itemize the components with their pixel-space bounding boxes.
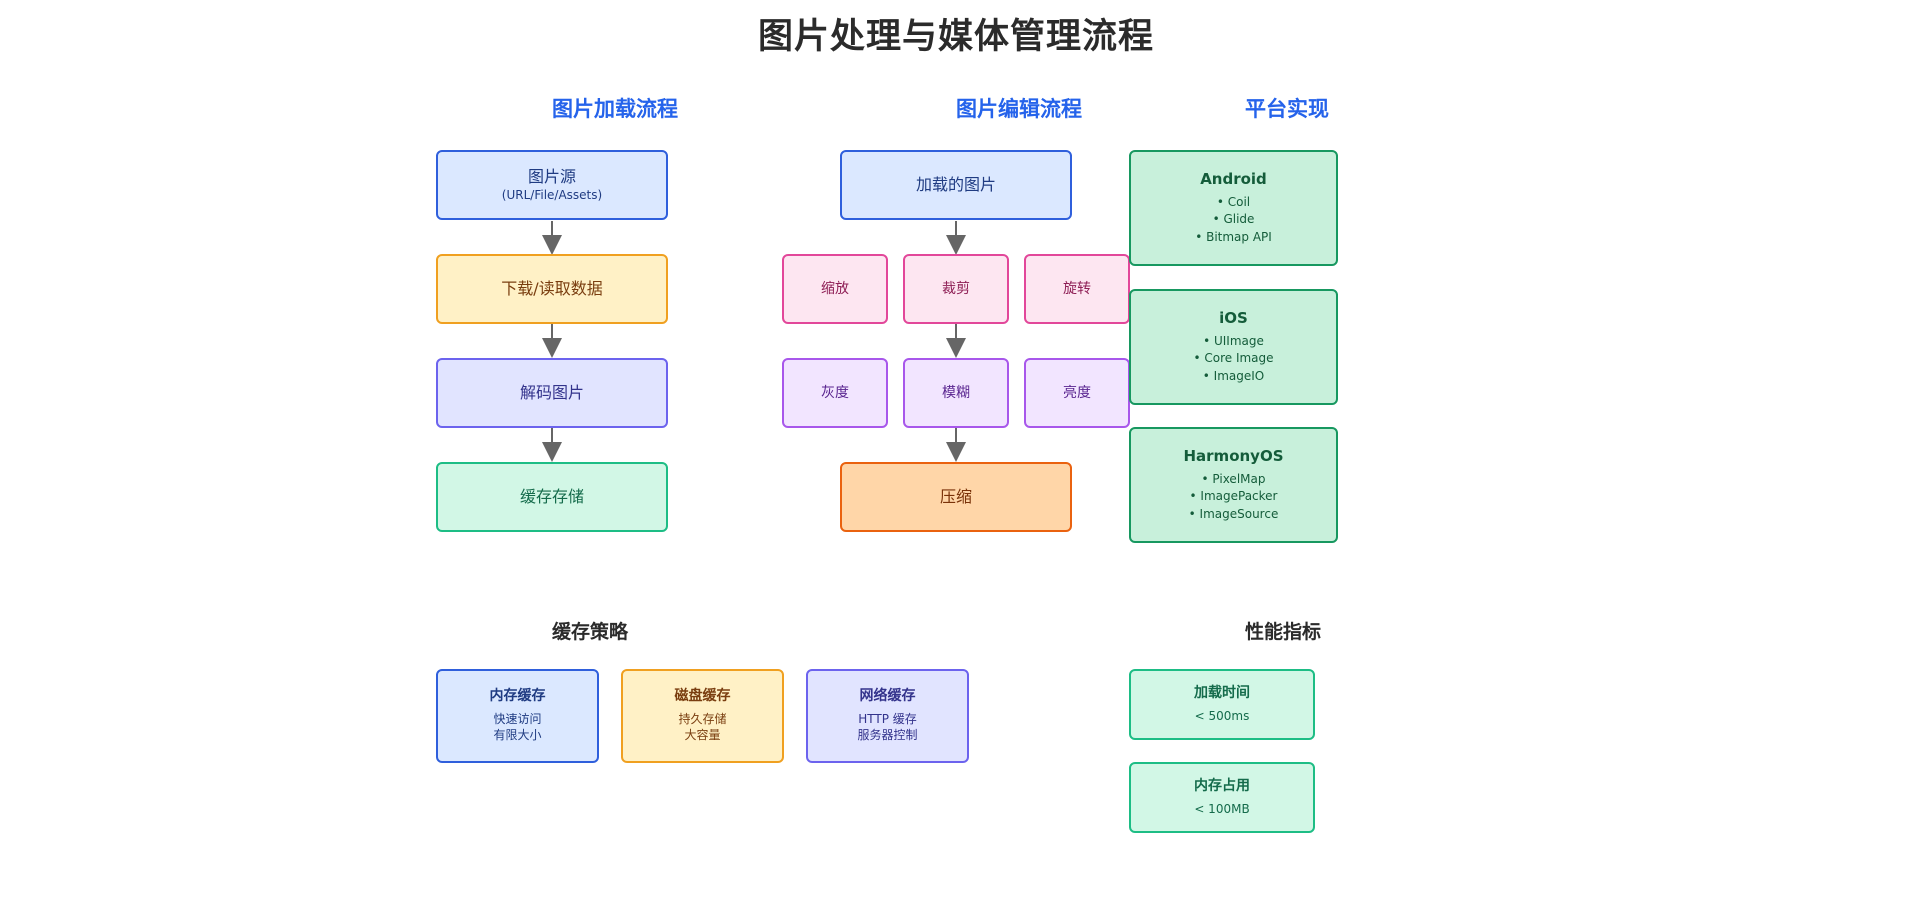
node-cache-store-label: 缓存存储 <box>519 487 584 507</box>
node-grayscale-label: 灰度 <box>821 384 849 401</box>
node-brightness: 亮度 <box>1024 358 1130 428</box>
platform-item: • ImageSource <box>1188 506 1279 521</box>
platform-item: • UIImage <box>1203 333 1264 348</box>
node-scale-label: 缩放 <box>821 280 849 297</box>
cache-line: 有限大小 <box>493 728 542 743</box>
platform-name-android: Android <box>1200 169 1267 188</box>
platform-item: • ImagePacker <box>1189 489 1278 504</box>
platform-name-ios: iOS <box>1219 308 1248 327</box>
platform-card-ios: iOS • UIImage • Core Image • ImageIO <box>1129 289 1338 405</box>
cache-title-disk: 磁盘缓存 <box>674 687 731 704</box>
cache-title-network: 网络缓存 <box>859 687 916 704</box>
node-image-source-label: 图片源 <box>527 167 576 187</box>
platform-card-harmonyos: HarmonyOS • PixelMap • ImagePacker • Ima… <box>1129 427 1338 543</box>
node-crop-label: 裁剪 <box>942 280 970 297</box>
node-scale: 缩放 <box>782 254 888 324</box>
cache-card-disk: 磁盘缓存 持久存储 大容量 <box>621 669 784 763</box>
section-title-performance: 性能指标 <box>1245 621 1322 643</box>
perf-value-load-time: < 500ms <box>1194 708 1250 723</box>
node-rotate: 旋转 <box>1024 254 1130 324</box>
section-title-platforms: 平台实现 <box>1245 97 1329 121</box>
node-cache-store: 缓存存储 <box>436 462 668 532</box>
node-compress: 压缩 <box>840 462 1072 532</box>
cache-line: 大容量 <box>684 728 721 743</box>
platform-item: • Core Image <box>1193 351 1274 366</box>
node-image-source-sub: (URL/File/Assets) <box>501 188 603 203</box>
node-decode-image: 解码图片 <box>436 358 668 428</box>
node-blur-label: 模糊 <box>942 384 970 401</box>
perf-value-memory: < 100MB <box>1194 801 1250 816</box>
perf-card-memory: 内存占用 < 100MB <box>1129 762 1315 833</box>
section-title-loading: 图片加载流程 <box>552 97 678 121</box>
cache-line: 服务器控制 <box>857 728 918 743</box>
cache-card-memory: 内存缓存 快速访问 有限大小 <box>436 669 599 763</box>
node-crop: 裁剪 <box>903 254 1009 324</box>
cache-line: 快速访问 <box>493 711 542 726</box>
cache-card-network: 网络缓存 HTTP 缓存 服务器控制 <box>806 669 969 763</box>
node-rotate-label: 旋转 <box>1063 280 1091 297</box>
node-blur: 模糊 <box>903 358 1009 428</box>
node-loaded-image: 加载的图片 <box>840 150 1072 220</box>
perf-title-load-time: 加载时间 <box>1194 684 1250 701</box>
platform-name-harmonyos: HarmonyOS <box>1183 446 1284 465</box>
node-compress-label: 压缩 <box>939 487 972 507</box>
platform-item: • ImageIO <box>1202 368 1265 383</box>
page-title: 图片处理与媒体管理流程 <box>757 17 1154 57</box>
platform-item: • Glide <box>1212 212 1255 227</box>
section-title-editing: 图片编辑流程 <box>956 97 1082 121</box>
platform-item: • Coil <box>1216 194 1251 209</box>
cache-title-memory: 内存缓存 <box>489 687 546 704</box>
node-brightness-label: 亮度 <box>1063 384 1091 401</box>
node-download-read: 下载/读取数据 <box>436 254 668 324</box>
section-title-cache: 缓存策略 <box>552 621 629 643</box>
platform-item: • PixelMap <box>1201 471 1266 486</box>
node-decode-image-label: 解码图片 <box>519 383 584 403</box>
platform-item: • Bitmap API <box>1195 229 1272 244</box>
node-loaded-image-label: 加载的图片 <box>915 175 996 195</box>
perf-card-load-time: 加载时间 < 500ms <box>1129 669 1315 740</box>
cache-line: HTTP 缓存 <box>858 711 917 726</box>
node-image-source: 图片源 (URL/File/Assets) <box>436 150 668 220</box>
cache-line: 持久存储 <box>678 711 727 726</box>
node-grayscale: 灰度 <box>782 358 888 428</box>
node-download-read-label: 下载/读取数据 <box>501 279 603 299</box>
platform-card-android: Android • Coil • Glide • Bitmap API <box>1129 150 1338 266</box>
perf-title-memory: 内存占用 <box>1194 777 1250 794</box>
